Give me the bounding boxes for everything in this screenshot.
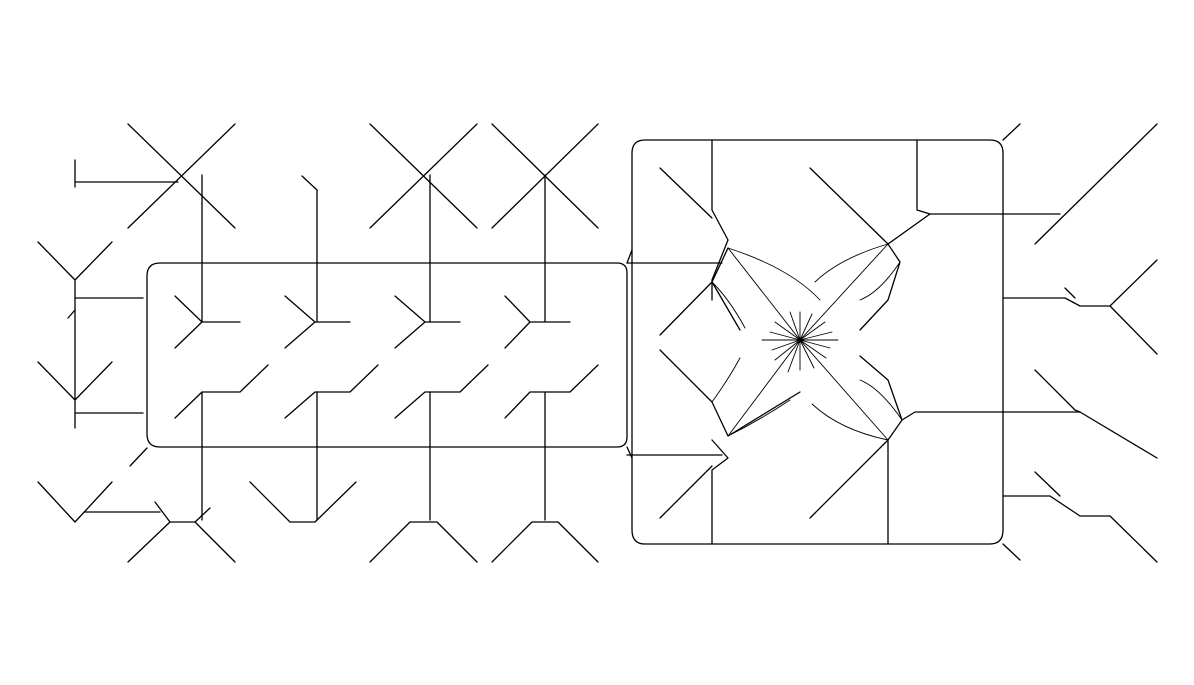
left-panel-inner-y-junctions	[174, 295, 599, 419]
left-edge-branches	[37, 241, 161, 523]
central-flower-shape	[711, 243, 903, 441]
right-panel-long-links	[887, 213, 1081, 421]
right-edge-branches	[1002, 123, 1158, 563]
right-panel-cell-walls	[659, 139, 931, 545]
left-rounded-panel	[146, 262, 628, 448]
panel-connector-lines	[626, 249, 723, 459]
left-vertical-spines	[201, 174, 546, 521]
bottom-v-shapes	[127, 447, 599, 563]
top-x-crosses	[74, 123, 599, 229]
right-rounded-panel	[631, 139, 1004, 545]
